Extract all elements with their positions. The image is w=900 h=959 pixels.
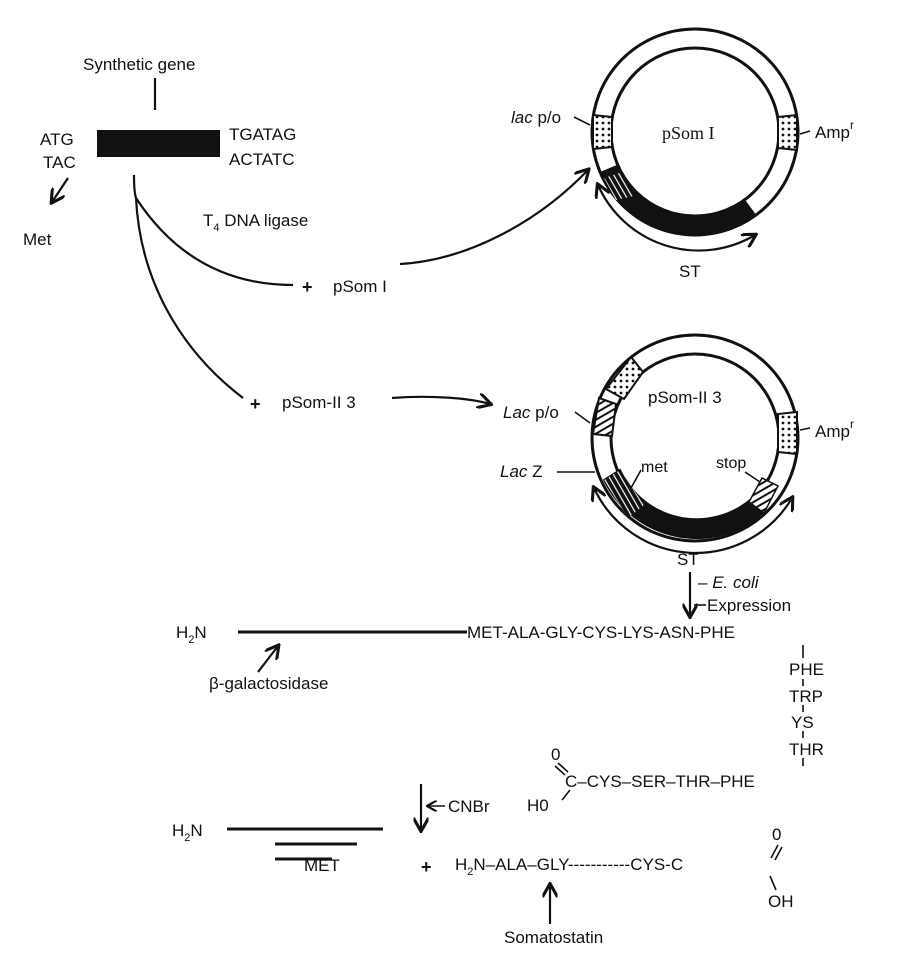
branch-to-psom1	[135, 197, 294, 287]
plasmid1-amp-label: Ampr	[815, 118, 854, 142]
fusion-h2n: H2N	[176, 623, 207, 646]
plasmid2-st-label: ST	[677, 550, 699, 569]
carboxyl-ho: H0	[527, 796, 549, 815]
chain-residue-1: PHE	[789, 660, 824, 679]
beta-gal-arrow	[257, 646, 278, 673]
psom1-plus: +	[302, 277, 313, 297]
plasmid1-name: pSom I	[662, 123, 715, 143]
stop-codon-top: TGATAG	[229, 125, 296, 144]
plasmid1-lac-segment	[592, 113, 613, 151]
plasmid2-st-arrow	[594, 488, 792, 554]
psom2-insert-arrow	[391, 397, 490, 404]
synthetic-gene-section: Synthetic gene ATG TAC Met TGATAG ACTATC…	[23, 55, 308, 249]
plasmid2-met-label: met	[641, 459, 668, 476]
ecoli-label: – E. coli	[698, 573, 760, 592]
expression-label: Expression	[707, 596, 791, 615]
psom1-branch-label: pSom I	[333, 277, 387, 296]
cleaved-h2n: H2N	[172, 821, 203, 844]
plasmid2-lac-segment	[591, 396, 618, 438]
plasmid2-dotted-segment	[604, 355, 645, 401]
plasmid2-amp-label: Ampr	[815, 417, 854, 441]
plasmid1-lac-pointer	[573, 116, 591, 126]
somatostatin-oh-bond	[769, 875, 777, 891]
start-codon-bottom: TAC	[43, 153, 76, 172]
branch-to-psom2	[134, 197, 244, 399]
carboxyl-double-bond-a	[557, 762, 569, 773]
chain-residue-4: THR	[789, 740, 824, 759]
chain-residue-3: YS	[791, 713, 814, 732]
plasmid2-stop-pointer	[744, 471, 761, 483]
plasmid2-name: pSom-II 3	[648, 388, 722, 407]
start-codon-top: ATG	[40, 130, 74, 149]
beta-gal-label: β-galactosidase	[209, 674, 328, 693]
fusion-protein: H2N MET-ALA-GLY-CYS-LYS-ASN-PHE β-galact…	[176, 623, 824, 815]
plasmid1-amp-pointer	[799, 130, 811, 135]
somatostatin-double-bond-a	[770, 844, 779, 859]
plasmid1-lac-label: lac p/o	[511, 108, 561, 127]
chain-residue-2: TRP	[789, 687, 823, 706]
carboxyl-oh-bond	[561, 789, 571, 801]
branch-trunk	[132, 174, 138, 199]
plasmid1-st-label: ST	[679, 262, 701, 281]
synthetic-gene-bar	[97, 130, 220, 157]
plasmid1-st-arrow	[598, 185, 755, 252]
ligase-label: T4 DNA ligase	[203, 211, 308, 234]
psom2-plus: +	[250, 394, 261, 414]
somatostatin-double-bond-b	[774, 846, 783, 861]
somatostatin-carboxyl-o: 0	[772, 825, 781, 844]
plasmid2-stop-label: stop	[716, 455, 746, 472]
plasmid2-lac-label: Lac p/o	[503, 403, 559, 422]
somatostatin-oh: OH	[768, 892, 794, 911]
stop-codon-bottom: ACTATC	[229, 150, 294, 169]
plasmid-psom2: pSom-II 3 Lac p/o Lac Z met stop Ampr ST	[500, 333, 854, 569]
expression-step: – E. coli Expression	[690, 572, 791, 616]
cnbr-cleavage: CNBr H2N MET + H2N–ALA–GLY-----------CYS…	[172, 784, 794, 947]
plasmid2-lac-pointer	[574, 411, 591, 424]
somatostatin-label: Somatostatin	[504, 928, 603, 947]
plasmid2-amp-pointer	[799, 427, 811, 431]
cleaved-met: MET	[304, 856, 340, 875]
carboxyl-double-bond-b	[554, 765, 566, 776]
met-label: Met	[23, 230, 52, 249]
psom2-branch-label: pSom-II 3	[282, 393, 356, 412]
plasmid2-lacz-label: Lac Z	[500, 462, 543, 481]
carboxyl-o: 0	[551, 745, 560, 764]
plasmid1-amp-segment	[777, 113, 798, 152]
plasmid2-amp-segment	[777, 410, 798, 456]
psom1-insert-arrow	[399, 170, 588, 266]
met-arrow	[52, 177, 69, 202]
somatostatin-chain: H2N–ALA–GLY-----------CYS-C	[455, 855, 683, 878]
cnbr-label: CNBr	[448, 797, 490, 816]
fusion-bottom-chain: C–CYS–SER–THR–PHE	[565, 772, 755, 791]
cleavage-plus: +	[421, 857, 432, 877]
fusion-sequence: MET-ALA-GLY-CYS-LYS-ASN-PHE	[467, 623, 735, 642]
synthetic-gene-title: Synthetic gene	[83, 55, 195, 74]
branch-curves: + pSom I + pSom-II 3	[132, 170, 588, 414]
plasmid-psom1: pSom I lac p/o Ampr ST	[511, 27, 854, 281]
